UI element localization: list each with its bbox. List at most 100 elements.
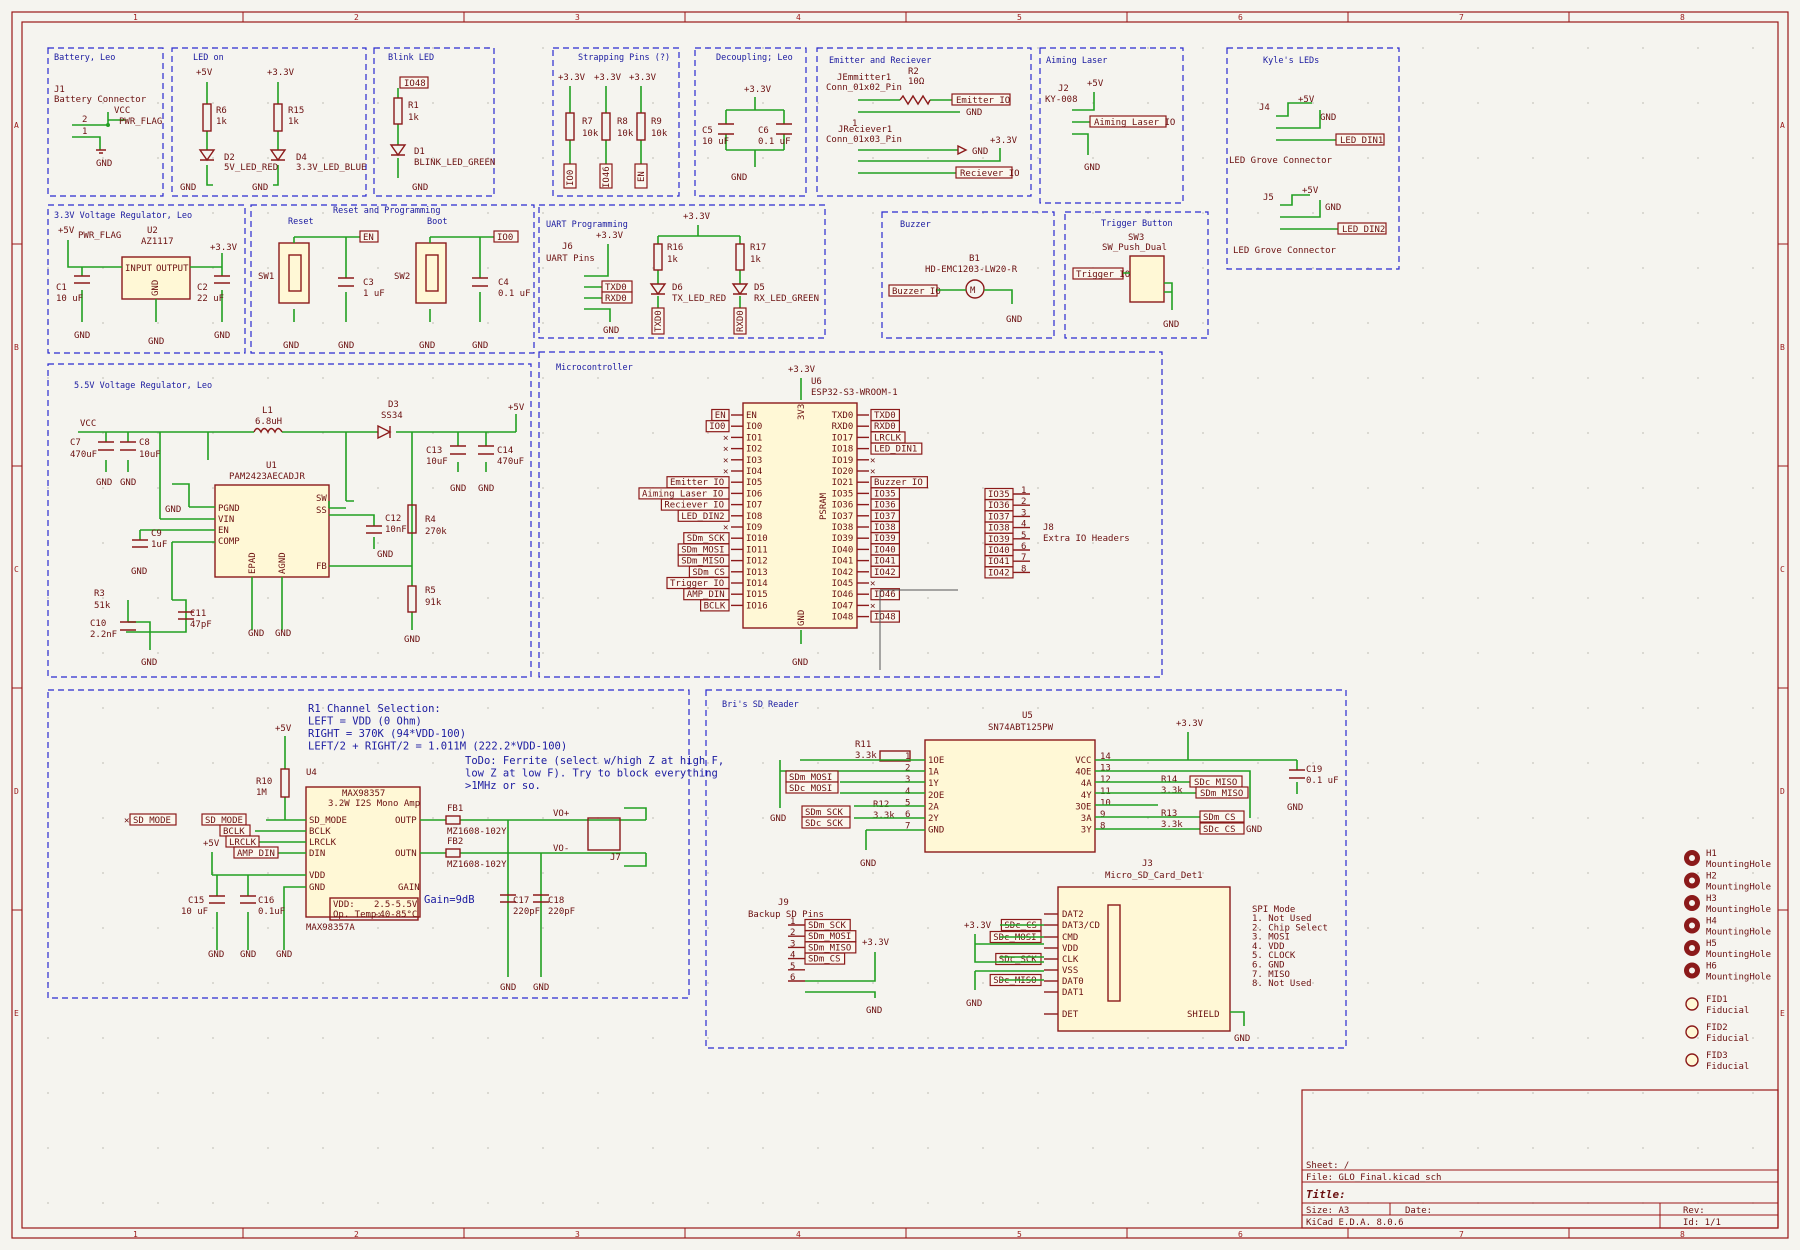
j9-pin-number: 2	[790, 928, 795, 938]
j3-pin-name: DET	[1062, 1010, 1079, 1020]
grid-dot	[597, 212, 599, 214]
c7-val: 470uF	[70, 450, 97, 460]
grid-dot	[1422, 542, 1424, 544]
u4-val: MAX98357A	[306, 923, 355, 933]
jemitter-ref: JEmmitter1	[837, 73, 891, 83]
v5-label: +5V	[196, 68, 213, 78]
grid-dot	[1092, 432, 1094, 434]
c6-ref: C6	[758, 126, 769, 136]
grid-dot	[1147, 1037, 1149, 1039]
u2-pin-gnd: GND	[151, 280, 161, 296]
u5-pin-name: 2A	[928, 802, 939, 812]
grid-dot	[1752, 102, 1754, 104]
grid-dot	[762, 1037, 764, 1039]
grid-dot	[652, 982, 654, 984]
grid-dot	[817, 1202, 819, 1204]
grid-dot	[1092, 707, 1094, 709]
grid-dot	[1752, 212, 1754, 214]
grid-dot	[212, 212, 214, 214]
j1-ref: J1	[54, 85, 65, 95]
u4-pin-din: DIN	[309, 849, 325, 859]
amp-din-net: AMP_DIN	[237, 849, 275, 859]
grid-dot	[102, 982, 104, 984]
j8-pin-number: 5	[1021, 531, 1026, 541]
grid-dot	[597, 982, 599, 984]
grid-dot	[1642, 597, 1644, 599]
grid-dot	[1312, 102, 1314, 104]
gnd-label: GND	[966, 999, 982, 1009]
d4-val: 3.3V_LED_BLUE	[296, 163, 366, 173]
u1-pin-epad: EPAD	[248, 552, 258, 574]
grid-dot	[982, 1147, 984, 1149]
sw3-val: SW_Push_Dual	[1102, 243, 1167, 253]
u6-psram: PSRAM	[819, 492, 829, 520]
grid-dot	[1587, 212, 1589, 214]
grid-dot	[377, 542, 379, 544]
mounting-holes: H1MountingHoleH2MountingHoleH3MountingHo…	[1684, 849, 1771, 983]
u5-pin-number: 4	[905, 787, 910, 797]
grid-dot	[1477, 817, 1479, 819]
grid-dot	[1752, 1037, 1754, 1039]
u5-pin-number: 5	[905, 798, 910, 808]
grid-dot	[1422, 817, 1424, 819]
sheet-frame	[11, 11, 1789, 1239]
grid-dot	[1697, 102, 1699, 104]
grid-dot	[762, 872, 764, 874]
gnd-label: GND	[276, 950, 292, 960]
grid-dot	[817, 1092, 819, 1094]
grid-dot	[1367, 597, 1369, 599]
gnd-label: GND	[1163, 320, 1179, 330]
amp-todo-line: >1MHz or so.	[465, 780, 541, 792]
uart-block: +3.3V +3.3V J6 UART Pins TXD0 RXD0 R16 1…	[546, 212, 819, 336]
r3-val: 51k	[94, 601, 111, 611]
grid-dot	[652, 432, 654, 434]
fiducial-icon	[1685, 1053, 1699, 1067]
sdm-cs-net: SDm_CS	[1203, 813, 1236, 823]
grid-dot	[1202, 212, 1204, 214]
r11-ref: R11	[855, 740, 871, 750]
c10-ref: C10	[90, 619, 106, 629]
c15-ref: C15	[188, 896, 204, 906]
grid-dot	[1312, 872, 1314, 874]
mcu-pin-name: IO4	[746, 467, 762, 477]
mounting-hole-center	[1689, 900, 1695, 906]
u5-pin-number: 8	[1100, 822, 1105, 832]
grid-dot	[1147, 47, 1149, 49]
grid-dot	[542, 487, 544, 489]
grid-dot	[157, 212, 159, 214]
grid-dot	[1752, 1147, 1754, 1149]
grid-dot	[1147, 157, 1149, 159]
jreceiver-ref: JReciever1	[838, 125, 892, 135]
grid-dot	[927, 322, 929, 324]
grid-dot	[487, 652, 489, 654]
grid-dot	[1422, 762, 1424, 764]
grid-dot	[597, 707, 599, 709]
u1-pin-en: EN	[218, 526, 229, 536]
u5-pin-name: 4OE	[1075, 768, 1091, 778]
grid-dot	[1037, 47, 1039, 49]
grid-dot	[157, 927, 159, 929]
u1-pin-vin: VIN	[218, 515, 234, 525]
grid-dot	[652, 872, 654, 874]
grid-dot	[1037, 652, 1039, 654]
grid-dot	[432, 817, 434, 819]
j8-val: Extra IO Headers	[1043, 534, 1130, 544]
c4-val: 0.1 uF	[498, 289, 531, 299]
mcu-pin-name: TXD0	[832, 411, 854, 421]
r1-ref: R1	[408, 101, 419, 111]
grid-dot	[1147, 762, 1149, 764]
gnd-label: GND	[141, 658, 157, 668]
grid-dot	[1422, 212, 1424, 214]
grid-dot	[1037, 157, 1039, 159]
r11-val: 3.3k	[855, 751, 877, 761]
sw3-ref: SW3	[1128, 233, 1144, 243]
grid-dot	[762, 322, 764, 324]
grid-dot	[1477, 1037, 1479, 1039]
grid-dot	[1477, 157, 1479, 159]
mcu-net-text: Aiming Laser IO	[642, 489, 723, 499]
j8-net-text: IO41	[988, 557, 1010, 567]
grid-dot	[1422, 1147, 1424, 1149]
